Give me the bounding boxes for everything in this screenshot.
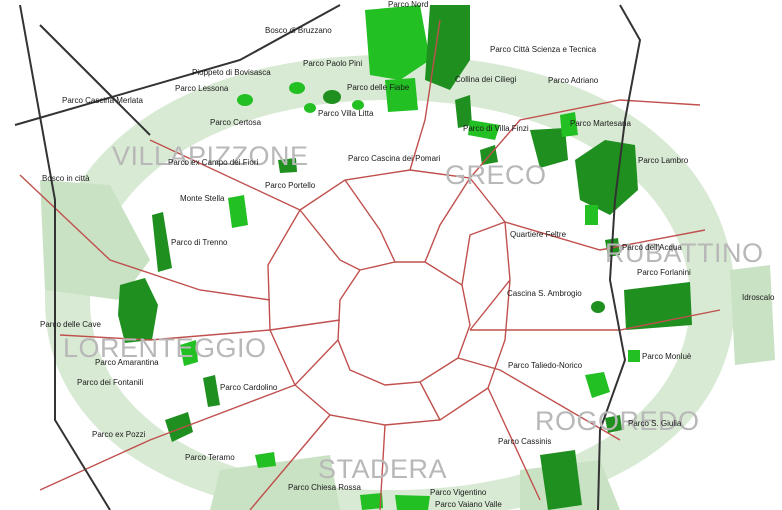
district-labels: VILLAPIZZONE GRECO RUBATTINO LORENTEGGIO… [63,141,764,484]
park-label: Parco ex Pozzi [92,430,146,439]
park-label: Parco Certosa [210,118,262,127]
park-label: Cascina S. Ambrogio [507,289,582,298]
park-label: Parco Chiesa Rossa [288,483,361,492]
railway-lines [14,4,642,510]
park-label: Parco Teramo [185,453,235,462]
park-label: Parco Amarantina [95,358,159,367]
park-label: Parco Città Scienza e Tecnica [490,45,597,54]
district-lorenteggio: LORENTEGGIO [63,333,267,363]
park-label: Parco Nord [388,0,428,9]
park-label: Bosco di Bruzzano [265,26,332,35]
park-areas [118,5,692,510]
park-label: Idroscalo [742,293,775,302]
park-label: Parco Villa Litta [318,109,374,118]
park-label: Parco Cassinis [498,437,551,446]
district-stadera: STADERA [318,454,447,484]
park-label: Collina dei Ciliegi [455,75,517,84]
park-label: Parco Cascina Merlata [62,96,143,105]
park-label: Monte Stella [180,194,225,203]
park-label: Parco Lambro [638,156,689,165]
park-label: Parco Cardolino [220,383,278,392]
park-label: Parco Lessona [175,84,229,93]
green-ring [40,55,775,510]
park-label: Parco ex Campo dei Fiori [168,158,258,167]
outer-ring-road [267,169,511,426]
park-label: Parco di Villa Finzi [463,124,529,133]
park-label: Parco Adriano [548,76,599,85]
park-label: Pioppeto di Bovisasca [192,68,271,77]
park-label: Parco S. Giulia [628,419,682,428]
park-label: Parco delle Cave [40,320,101,329]
inner-ring-road [337,261,471,386]
park-label: Parco Martesana [570,119,631,128]
park-label: Quartiere Feltre [510,230,567,239]
district-greco: GRECO [445,160,547,190]
park-label: Parco dell'Acqua [622,243,682,252]
park-label: Parco Paolo Pini [303,59,362,68]
park-label: Parco Vigentino [430,488,487,497]
district-villapizzone: VILLAPIZZONE [112,141,309,171]
district-rogoredo: ROGOREDO [535,406,700,436]
park-label: Parco delle Fiabe [347,83,410,92]
park-labels: Bosco in città Parco Cascina Merlata Pio… [40,0,775,509]
park-label: Parco Taliedo-Norico [508,361,583,370]
park-label: Bosco in città [42,174,90,183]
park-label: Parco dei Fontanili [77,378,143,387]
district-rubattino: RUBATTINO [605,238,764,268]
park-label: Parco di Trenno [171,238,228,247]
park-label: Parco Forlanini [637,268,691,277]
park-label: Parco Vaiano Valle [435,500,502,509]
park-label: Parco Monluè [642,352,692,361]
park-label: Parco Portello [265,181,316,190]
park-label: Parco Cascina dei Pomari [348,154,441,163]
